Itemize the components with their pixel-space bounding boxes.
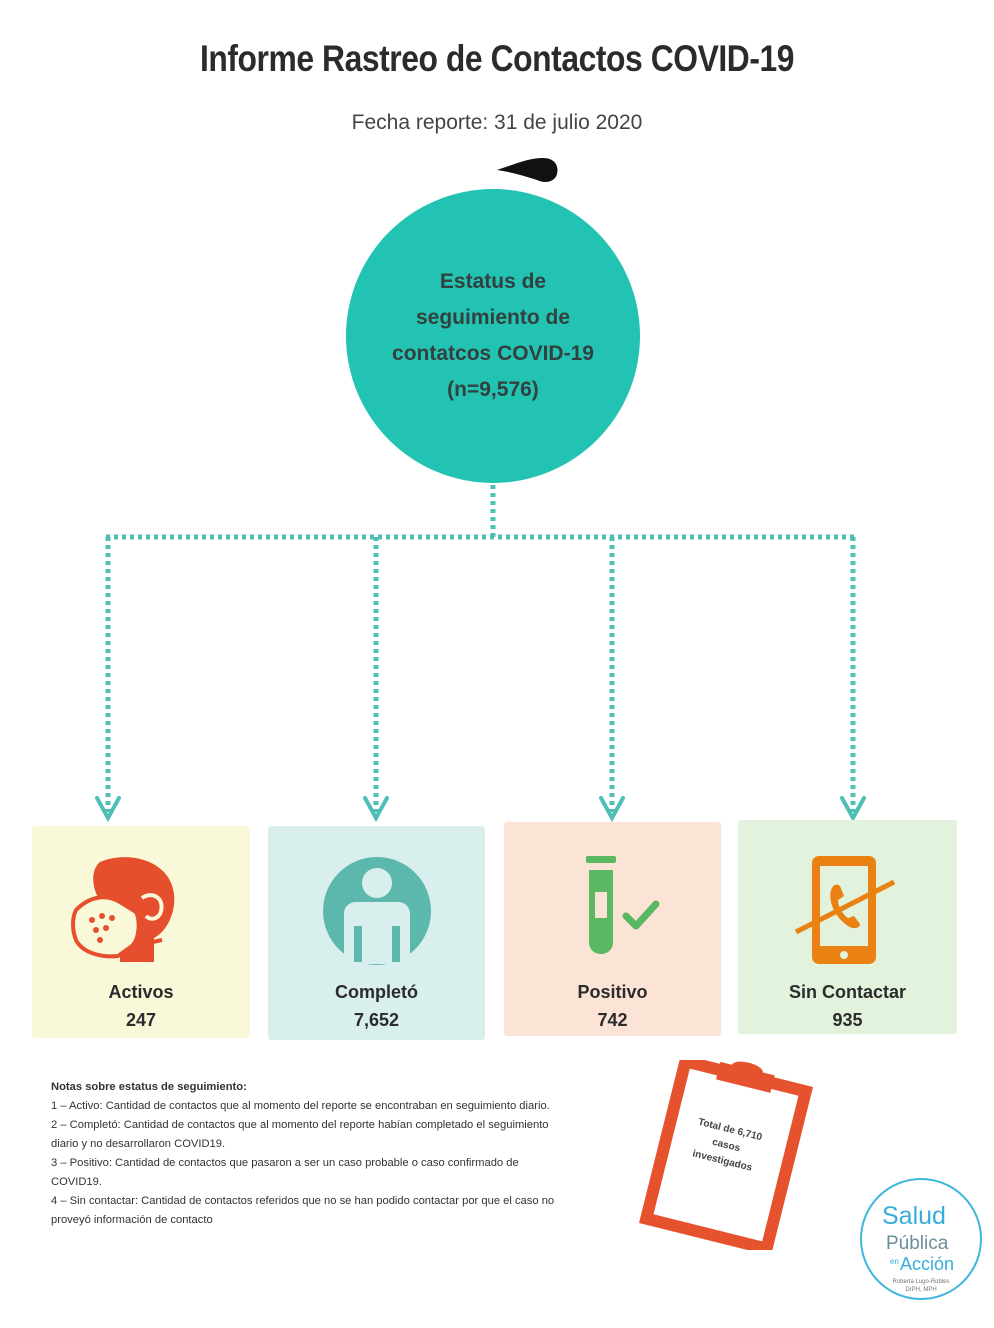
logo-line-2: Pública: [886, 1233, 949, 1254]
card-value-sin-contactar: 935: [832, 1010, 863, 1030]
card-label-positivo: Positivo: [577, 982, 648, 1002]
card-label-completo: Completó: [335, 982, 418, 1002]
clipboard-icon: [638, 1060, 814, 1250]
arrow-head-1: [95, 796, 121, 823]
card-positivo: Positivo 742: [504, 822, 721, 1036]
person-icon: [323, 857, 431, 965]
hub-line-1: Estatus de: [439, 270, 547, 293]
notes-section: Notas sobre estatus de seguimiento: 1 – …: [51, 1078, 571, 1230]
hub-line-3: contatcos COVID-19: [392, 342, 594, 365]
logo-author-name: Roberta Lugo-Robles: [892, 1279, 950, 1285]
card-value-activos: 247: [125, 1010, 157, 1030]
logo-author: Roberta Lugo-Robles DrPH, MPH: [862, 1278, 980, 1294]
mask-face-icon: [71, 857, 175, 962]
card-sin-contactar: Sin Contactar 935: [738, 820, 957, 1034]
card-value-positivo: 742: [597, 1010, 628, 1030]
card-activos: Activos 247: [32, 826, 250, 1038]
logo-salud-publica: Salud Pública en Acción Roberta Lugo-Rob…: [860, 1178, 982, 1300]
hub-line-2: seguimiento de: [415, 306, 571, 329]
card-value-completo: 7,652: [353, 1010, 400, 1030]
phone-crossed-icon: [794, 856, 896, 964]
logo-line-3: Acción: [900, 1254, 955, 1274]
card-completo: Completó 7,652: [268, 826, 485, 1040]
logo-small-en: en: [890, 1257, 899, 1266]
arrow-head-2: [363, 796, 389, 823]
logo-line-1: Salud: [882, 1202, 946, 1230]
note-item-3: 3 – Positivo: Cantidad de contactos que …: [51, 1157, 519, 1188]
hub-line-4: (n=9,576): [447, 378, 539, 401]
test-tube-check-icon: [586, 856, 660, 954]
status-hub-circle: Estatus de seguimiento de contatcos COVI…: [346, 189, 640, 483]
note-item-1: 1 – Activo: Cantidad de contactos que al…: [51, 1100, 550, 1112]
notes-title: Notas sobre estatus de seguimiento:: [51, 1081, 247, 1093]
card-label-activos: Activos: [108, 982, 174, 1002]
arrow-head-4: [840, 796, 866, 823]
connector-lines: [95, 485, 866, 823]
report-date: Fecha reporte: 31 de julio 2020: [351, 111, 643, 134]
note-item-2: 2 – Completó: Cantidad de contactos que …: [51, 1119, 549, 1150]
page-title: Informe Rastreo de Contactos COVID-19: [199, 38, 795, 79]
brush-stroke-icon: [497, 158, 558, 182]
logo-author-degree: DrPH, MPH: [905, 1287, 937, 1293]
arrow-head-3: [599, 796, 625, 823]
note-item-4: 4 – Sin contactar: Cantidad de contactos…: [51, 1195, 555, 1226]
card-label-sin-contactar: Sin Contactar: [788, 982, 907, 1002]
